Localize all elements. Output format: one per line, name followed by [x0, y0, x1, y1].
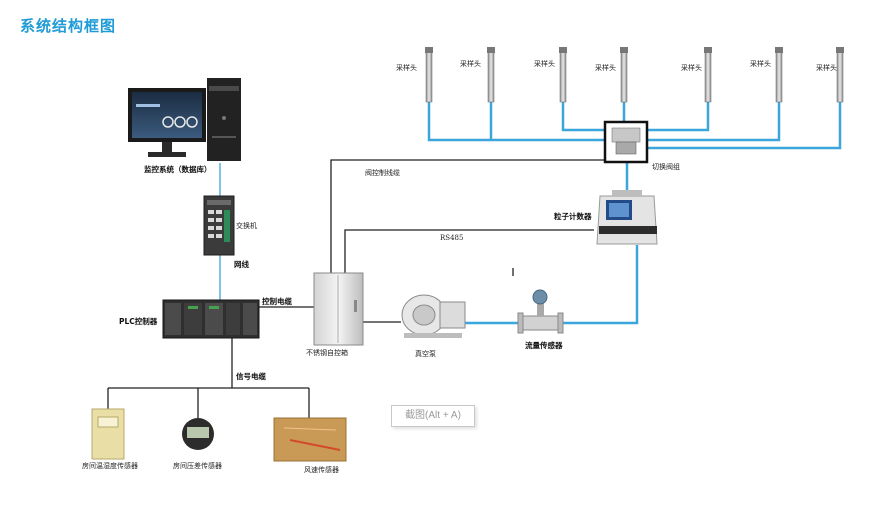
wind-sensor-label: 风速传感器: [304, 466, 339, 474]
plc-label: PLC控制器: [119, 317, 158, 326]
control-cable-label: 控制电缆: [262, 297, 292, 306]
sampling-probe-2-icon: [487, 47, 495, 103]
flow-sensor-label: 流量传感器: [525, 341, 563, 350]
network-switch-icon: [203, 195, 235, 256]
flow-sensor-icon: [517, 289, 564, 334]
valve-cable-label: 阀控制线缆: [365, 169, 400, 177]
particle-counter-label: 粒子计数器: [554, 212, 592, 221]
sampling-pipes: [427, 102, 842, 325]
pressure-sensor-icon: [182, 418, 214, 450]
control-cabinet-icon: [313, 272, 364, 346]
particle-counter-icon: [596, 190, 658, 245]
page-title: 系统结构框图: [20, 17, 117, 35]
sampling-probe-4-icon: [620, 47, 628, 103]
rs485-label: RS485: [440, 234, 464, 242]
probe-label-7: 采样头: [816, 64, 837, 72]
monitor-system-label: 监控系统（数据库）: [144, 165, 212, 174]
probe-label-2: 采样头: [460, 60, 481, 68]
pressure-sensor-label: 房间压差传感器: [173, 462, 222, 470]
probe-label-6: 采样头: [750, 60, 771, 68]
switch-valve-label: 切换阀组: [652, 163, 680, 171]
probe-label-3: 采样头: [534, 60, 555, 68]
temp-humidity-sensor-icon: [91, 408, 125, 460]
cabinet-label: 不锈钢自控箱: [306, 349, 348, 357]
cables: [107, 159, 606, 418]
network-cable-label: 网线: [234, 260, 249, 269]
wind-sensor-icon: [273, 417, 347, 462]
vacuum-pump-label: 真空泵: [415, 350, 436, 358]
switch-valve-icon: [603, 120, 649, 164]
sampling-probe-7-icon: [836, 47, 844, 103]
plc-controller-icon: [162, 299, 260, 339]
sampling-probe-1-icon: [425, 47, 433, 103]
sampling-probe-6-icon: [775, 47, 783, 103]
network-switch-label: 交换机: [236, 222, 257, 230]
probe-label-4: 采样头: [595, 64, 616, 72]
sampling-probe-3-icon: [559, 47, 567, 103]
screenshot-hint-tooltip: 截图(Alt + A): [391, 405, 475, 427]
sampling-probe-5-icon: [704, 47, 712, 103]
temp-humidity-sensor-label: 房间温湿度传感器: [82, 462, 138, 470]
vacuum-pump-icon: [401, 294, 466, 338]
monitor-pc-icon: [128, 78, 241, 161]
probe-label-5: 采样头: [681, 64, 702, 72]
probe-label-1: 采样头: [396, 64, 417, 72]
signal-cable-label: 信号电缆: [236, 372, 266, 381]
